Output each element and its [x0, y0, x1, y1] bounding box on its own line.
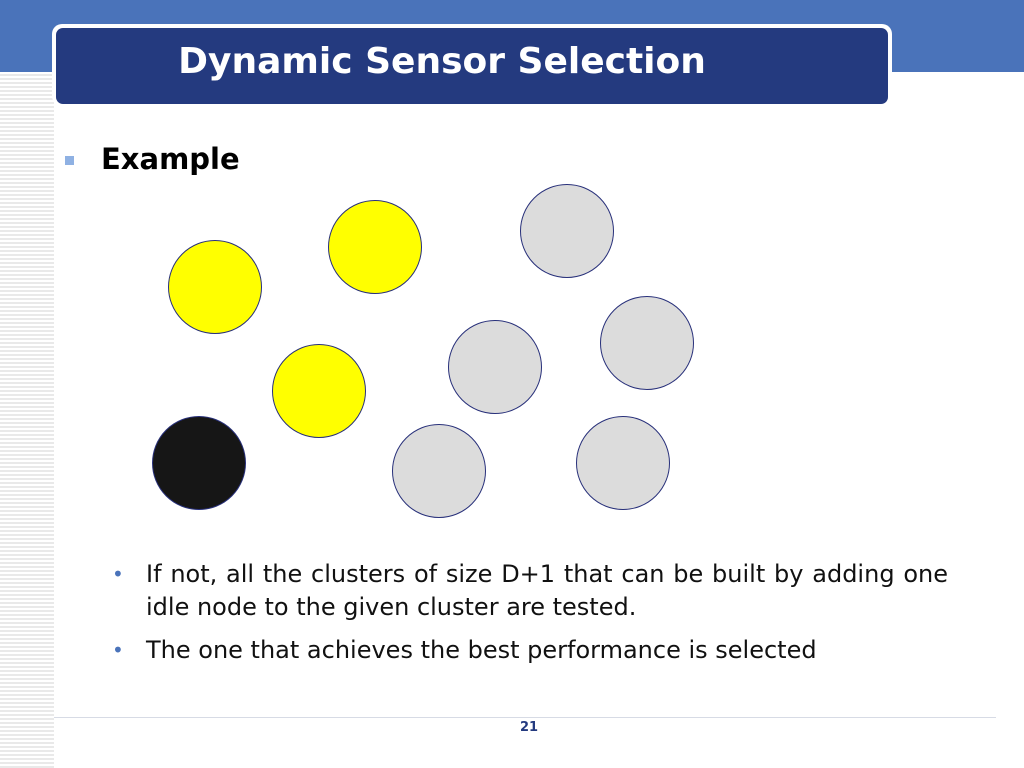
bullet-list: • If not, all the clusters of size D+1 t… [112, 558, 948, 677]
bullet-dot-icon: • [112, 562, 124, 586]
bullet-item: • If not, all the clusters of size D+1 t… [112, 558, 948, 624]
bullet-text: The one that achieves the best performan… [146, 636, 817, 664]
node-grey-5 [576, 416, 670, 510]
node-yellow-1 [168, 240, 262, 334]
node-grey-3 [448, 320, 542, 414]
left-stripe-decoration [0, 72, 54, 768]
example-heading: Example [101, 142, 240, 176]
node-grey-2 [600, 296, 694, 390]
title-bar: Dynamic Sensor Selection [56, 28, 888, 104]
bullet-dot-icon: • [112, 638, 124, 662]
slide-title: Dynamic Sensor Selection [178, 40, 706, 82]
footer-divider [54, 717, 996, 718]
node-grey-4 [392, 424, 486, 518]
node-yellow-2 [328, 200, 422, 294]
square-bullet-icon [65, 156, 74, 165]
page-number: 21 [519, 720, 539, 735]
bullet-item: • The one that achieves the best perform… [112, 634, 948, 667]
node-grey-1 [520, 184, 614, 278]
node-black [152, 416, 246, 510]
bullet-text: If not, all the clusters of size D+1 tha… [146, 560, 948, 621]
node-yellow-3 [272, 344, 366, 438]
